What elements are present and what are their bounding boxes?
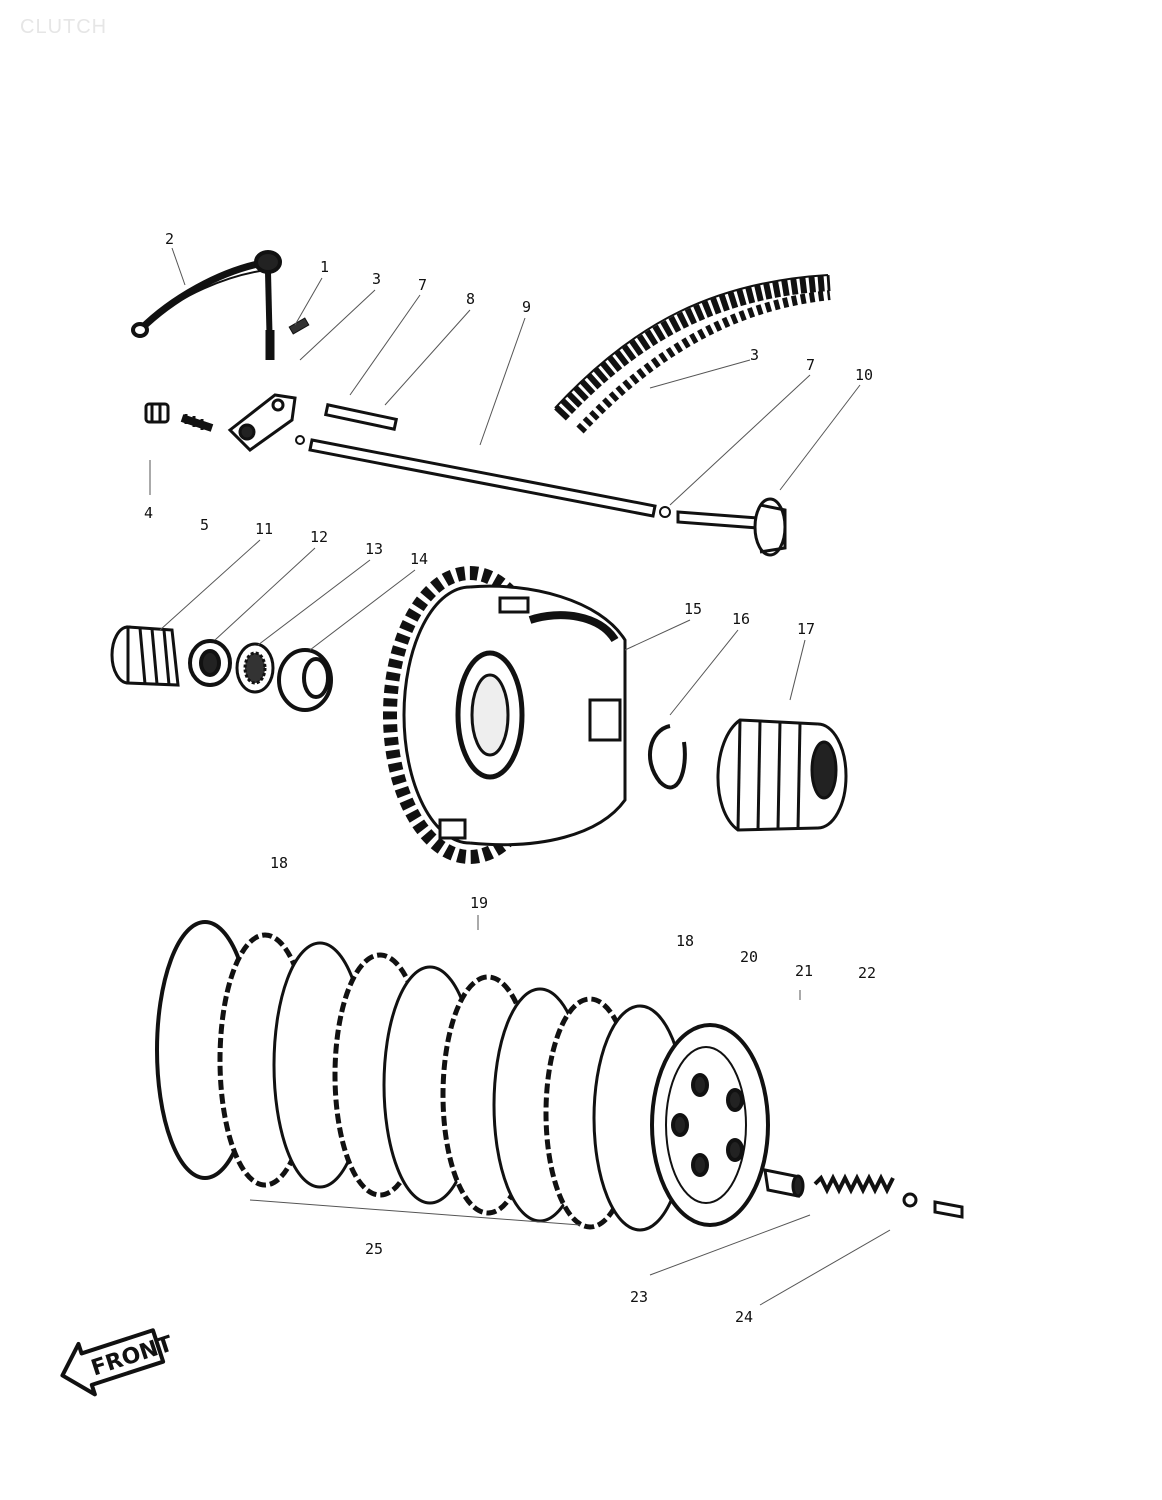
arrow-icon — [60, 1328, 166, 1397]
circlip — [648, 724, 687, 790]
pressure-plate — [650, 1023, 770, 1227]
callout-4: 4 — [144, 504, 153, 522]
release-housing — [227, 393, 297, 452]
bearing-race — [188, 639, 232, 687]
callout-2: 2 — [165, 230, 174, 248]
callout-20: 20 — [740, 948, 758, 966]
callout-3: 3 — [372, 270, 381, 288]
callout-3-chain: 3 — [750, 346, 759, 364]
callout-9: 9 — [522, 298, 531, 316]
ball — [659, 506, 671, 518]
callout-5: 5 — [200, 516, 209, 534]
callout-7-ball: 7 — [806, 356, 815, 374]
long-pushrod — [308, 438, 657, 518]
release-lever — [131, 250, 282, 360]
bearing-bush — [277, 648, 333, 712]
callout-15: 15 — [684, 600, 702, 618]
leader-lines — [149, 247, 891, 1306]
spring-cup — [763, 1168, 805, 1198]
clutch-spring — [813, 1173, 895, 1195]
screw-small — [288, 317, 310, 335]
callout-18-upper: 18 — [270, 854, 288, 872]
front-arrow: FRONT — [60, 1328, 176, 1397]
roller-bearing — [235, 642, 275, 694]
clutch-hub — [716, 718, 848, 832]
short-pushrod — [323, 403, 399, 431]
primary-chain — [554, 274, 831, 434]
mushroom-pushrod — [676, 497, 787, 557]
callout-17: 17 — [797, 620, 815, 638]
callout-13: 13 — [365, 540, 383, 558]
callout-7: 7 — [418, 276, 427, 294]
adjuster-nut — [144, 402, 170, 424]
callout-8: 8 — [466, 290, 475, 308]
callout-14: 14 — [410, 550, 428, 568]
callout-labels: 2 1 3 7 8 9 3 7 10 4 5 11 12 13 14 15 16… — [144, 230, 876, 1326]
page-title: CLUTCH — [20, 16, 108, 38]
adjuster-stud — [180, 414, 214, 432]
callout-24: 24 — [735, 1308, 753, 1326]
callout-12: 12 — [310, 528, 328, 546]
spring-cup-washer — [902, 1192, 918, 1208]
spring-nut — [933, 1200, 964, 1219]
callout-23: 23 — [630, 1288, 648, 1306]
callout-19: 19 — [470, 894, 488, 912]
callout-11: 11 — [255, 520, 273, 538]
clutch-center-sleeve — [110, 625, 180, 687]
callout-21: 21 — [795, 962, 813, 980]
clutch-plate-stack — [155, 920, 688, 1232]
callout-22: 22 — [858, 964, 876, 982]
callout-25: 25 — [365, 1240, 383, 1258]
callout-18-lower: 18 — [676, 932, 694, 950]
callout-16: 16 — [732, 610, 750, 628]
callout-1: 1 — [320, 258, 329, 276]
clutch-drum-sprocket — [383, 566, 627, 864]
ball — [295, 435, 305, 445]
callout-10: 10 — [855, 366, 873, 384]
